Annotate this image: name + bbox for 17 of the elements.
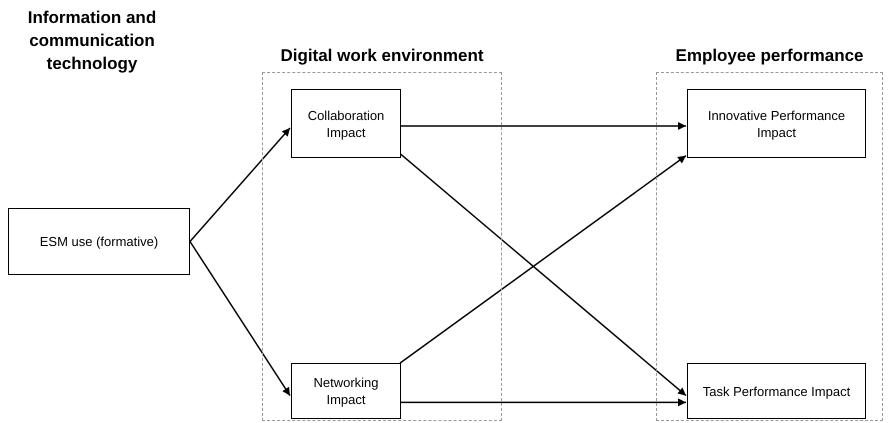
arrow xyxy=(400,122,686,130)
concept-box xyxy=(291,89,401,158)
group-heading: Employee performance xyxy=(674,45,864,67)
column-heading: Information and communication technology xyxy=(26,7,158,75)
arrow xyxy=(189,241,291,396)
box-label: Collaboration Impact xyxy=(306,106,386,140)
group-heading: Digital work environment xyxy=(279,45,485,67)
box-label: Task Performance Impact xyxy=(702,382,850,400)
concept-box xyxy=(687,89,866,158)
arrow xyxy=(400,398,686,406)
arrow xyxy=(189,128,291,242)
box-label: Innovative Performance Impact xyxy=(706,106,846,140)
box-label: Networking Impact xyxy=(312,374,380,408)
concept-box xyxy=(8,208,190,275)
concept-box xyxy=(291,363,401,419)
box-label: ESM use (formative) xyxy=(40,233,158,250)
concept-box xyxy=(687,363,866,419)
